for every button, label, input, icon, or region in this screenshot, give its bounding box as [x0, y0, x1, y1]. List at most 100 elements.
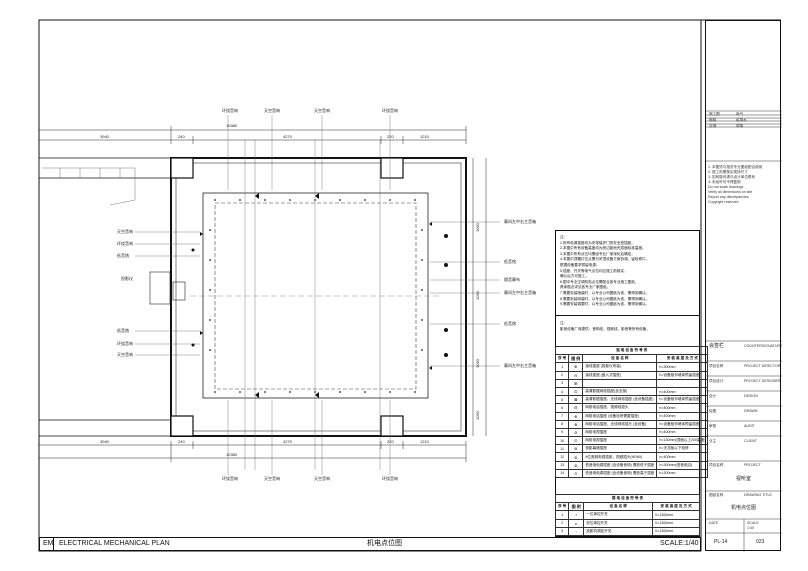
note-line: 3.本图中所有点位均需经专业厂家深化后确定。 [560, 251, 635, 256]
tb-field-label: 项目名称 [709, 364, 724, 368]
table-row: 4⊡高清数据网络插座(含全部)h=400mm [554, 386, 709, 397]
row-num: 5 [554, 395, 570, 405]
notes-heading: 注: [560, 235, 565, 239]
row-install: h=400mm [656, 386, 709, 397]
row-install: h=设备相邻墙体预留插座 [656, 370, 709, 380]
dim-top-total: 10380 [226, 123, 238, 128]
socket-icon: ⊡ [568, 386, 584, 397]
tb-drawing-label: 图纸名称 [709, 493, 724, 497]
tb-field-label: 业主 [709, 439, 717, 443]
note-line: 9.需要安装调整时，以专业公司图纸为准，需得到确认。 [560, 302, 650, 307]
row-desc: 双位单控开关 [583, 518, 654, 528]
row-desc: 一位单控开关 [583, 510, 654, 520]
tb-note: 2. 施工前需核实现场尺寸 [708, 170, 748, 174]
table-row: 3⊞ [554, 378, 709, 388]
dim-right-1: 1090 [475, 223, 480, 232]
socket-icon: ⊚ [568, 444, 584, 454]
tb-drawing-value: 机电点位图 [731, 505, 757, 511]
drawing-scale: SCALE:1/40 [660, 540, 699, 547]
socket-icon: ⊖ [568, 370, 584, 380]
dim-right-2: 1090 [475, 291, 480, 300]
plan-label-top-3: 天空音响 [314, 108, 330, 113]
plan-label-left-7: 天空音响 [117, 352, 133, 357]
dim-bottom-total: 10380 [226, 452, 238, 457]
dim-top-seg-4: 220 [387, 134, 394, 139]
plan-label-bottom-1: 环绕音响 [222, 476, 238, 481]
dim-bottom-seg-2: 240 [178, 439, 185, 444]
tb-project-label-en: PROJECT [744, 463, 761, 467]
row-desc: 低音炮电源插座 (含设备音响) 需放低于插座 [582, 460, 658, 470]
drawing-title-en: ELECTRICAL MECHANICAL PLAN [59, 540, 170, 547]
tb-note: Report any discrepancies [708, 195, 749, 199]
row-desc: 接线插座 (嵌入式插座) [582, 370, 658, 380]
row-num: 10 [554, 436, 570, 446]
tb-field-value: DESIGN [744, 394, 758, 398]
tb-note: 1. 本图须与相关专业图纸配合使用 [708, 165, 763, 169]
plan-label-right-1: 幕间左中右主音箱 [504, 219, 536, 224]
row-install: h=天花板以下检修 [656, 444, 709, 454]
plan-label-right-4: 幕间左中右主音箱 [504, 290, 536, 295]
plan-label-bottom-2: 天空音响 [264, 476, 280, 481]
row-num: 13 [554, 460, 570, 470]
row-install: h=1300mm [652, 518, 700, 528]
row-num: 1 [554, 510, 570, 520]
row-num: 8 [554, 419, 570, 429]
note-line: 4.本图中顶棚灯位点需与吊顶设备方案协调，留检修口， [560, 257, 650, 262]
row-desc: 投影机调控开关 [583, 526, 654, 536]
dim-top-seg-5: 1210 [420, 134, 429, 139]
switch-icon: • [568, 510, 585, 520]
row-desc: 网络电话插座 (设备检修需要插座) [582, 411, 658, 421]
row-num: 12 [554, 452, 570, 462]
tb-top-line: 空调 [709, 124, 717, 128]
col-header: 图 例 [568, 354, 584, 364]
socket-icon: ⊛ [568, 452, 584, 462]
col-header: 安 装 高 度 及 方 式 [656, 354, 709, 364]
row-desc: 网络电话插座，无线网络插头 (含设备) [582, 419, 658, 429]
title-strip: EM ELECTRICAL MECHANICAL PLAN 机电点位图 SCAL… [39, 537, 701, 551]
notes-panel: 注: 1.所有电源插座均为安带保护门的安全型插座。 2.本图中所有设备高度均为底… [555, 230, 700, 537]
row-num: 11 [554, 444, 570, 454]
plan-label-top-1: 环绕音响 [222, 108, 238, 113]
tb-note: 4. 未经许可不得复制 [708, 180, 741, 184]
note-line: 根据设备要求预留电源。 [560, 262, 600, 267]
title-block-grid [706, 110, 782, 552]
tb-top-line: 照明 [709, 118, 717, 122]
row-install: h=设备相邻墙体预留插座 [656, 395, 709, 405]
dim-bottom-seg-4: 220 [387, 439, 394, 444]
switch-icon: •• [568, 518, 585, 528]
plan-label-left-1: 天空音响 [117, 229, 133, 234]
tb-field-value: DRAWN [744, 409, 758, 413]
tb-drawing-label-en: DRAWING TITLE [744, 493, 772, 497]
tb-field-label: 绘图 [709, 409, 717, 413]
row-install: h=1300mm [652, 526, 700, 536]
table-row: 12⊛4位宽频电视插座，视频插头(HDMI)h=400mm [554, 452, 709, 462]
plan-label-right-5: 低音炮 [504, 321, 516, 326]
row-install: h=300mm(低音炮边) [656, 460, 709, 470]
row-num: 4 [554, 386, 570, 397]
switch-icon: ◦ [568, 526, 585, 536]
note-line: 1.所有电源插座均为安带保护门的安全型插座。 [560, 240, 635, 245]
socket-icon: ⊟ [568, 403, 584, 413]
tb-project-value: 视听室 [736, 476, 752, 482]
plan-label-right-2: 低音炮 [504, 259, 516, 264]
socket-icon: ⊗ [568, 419, 584, 429]
row-desc: 接线插座 (投影仪吊装) [582, 362, 658, 372]
dim-right-4: 1090 [475, 411, 480, 420]
row-desc: 网络电视插座 [582, 427, 658, 438]
notes-heading-2: 注: [560, 321, 565, 325]
weak-legend-caption: 弱 电 设 备 符 号 表 [555, 493, 700, 504]
note-line: 5.插座、开关等电气点位均应施工前核实， [560, 268, 628, 273]
row-num: 3 [554, 526, 570, 536]
tb-field-value: PROJECT DIRECTOR [744, 364, 781, 368]
drawing-code: EM [43, 538, 54, 550]
row-num: 14 [554, 468, 570, 479]
tb-field-value: PROJECT DESIGNER [744, 379, 781, 383]
socket-icon: ⊝ [568, 468, 584, 479]
row-install: h=400mm [656, 403, 709, 413]
